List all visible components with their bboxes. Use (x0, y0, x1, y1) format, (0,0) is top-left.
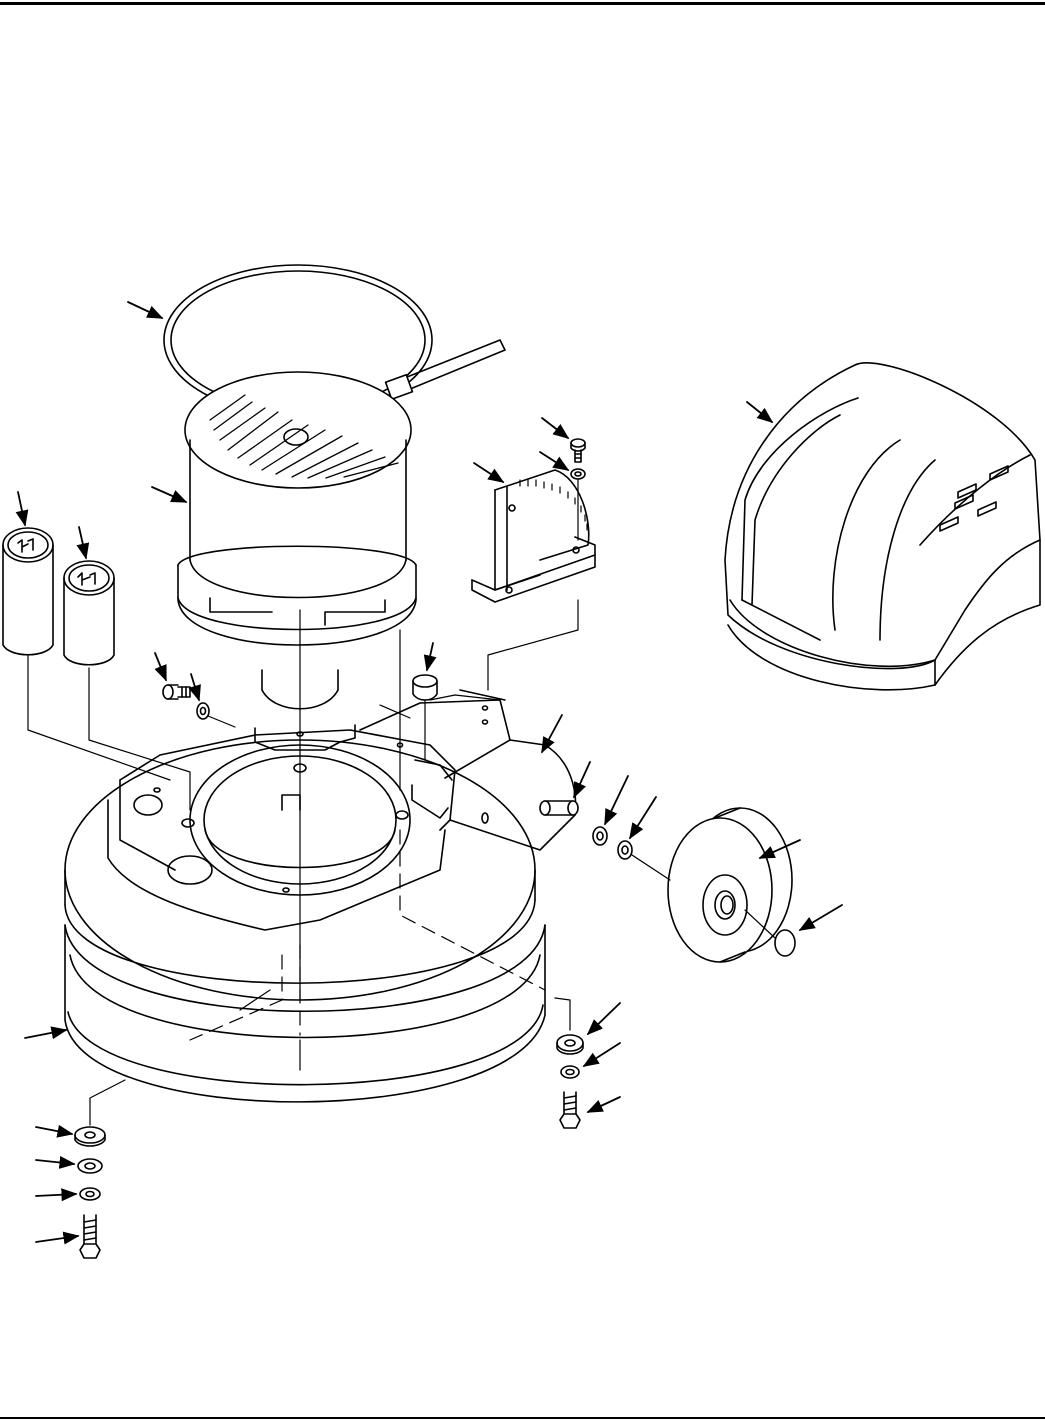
arrow-capacitor-large (18, 492, 25, 525)
arrow-left-lock-washer (36, 1194, 76, 1196)
capacitor-small (64, 561, 114, 665)
axle-washer-1 (593, 827, 607, 845)
left-flat-washer (78, 1159, 102, 1173)
plug-button (413, 675, 437, 700)
motor (178, 372, 416, 709)
axle (540, 801, 578, 815)
bracket-washer (571, 469, 585, 479)
side-washer (197, 703, 209, 719)
chassis (65, 690, 576, 1000)
left-bolt (80, 1215, 100, 1258)
right-flat-washer (557, 1035, 583, 1054)
wheel (668, 808, 792, 962)
arrow-bracket-screw (542, 418, 568, 438)
arrow-side-screw (155, 653, 166, 680)
capacitor-bracket (472, 470, 595, 602)
bracket-screw (571, 439, 585, 462)
left-flat-washer-large (75, 1127, 105, 1146)
arrow-bracket-washer (540, 452, 568, 470)
arrow-axle-washer-1 (605, 776, 628, 824)
arrow-left-flat-washer (36, 1160, 74, 1164)
right-bolt (560, 1092, 580, 1128)
hub-cap (775, 930, 795, 956)
right-lock-washer (561, 1066, 579, 1078)
axle-washer-2 (618, 841, 632, 859)
arrow-left-flat-washer-large (36, 1127, 72, 1134)
arrow-motor-hood (747, 402, 772, 422)
arrow-right-lock-washer (584, 1043, 620, 1066)
arrow-right-bolt (588, 1097, 620, 1112)
arrow-right-flat-washer (588, 1003, 620, 1034)
side-screw (163, 685, 190, 699)
arrow-chassis (542, 715, 562, 752)
arrow-belt-strap (128, 302, 162, 318)
capacitor-large (3, 528, 53, 655)
motor-hood (725, 363, 1040, 690)
arrow-axle (574, 762, 590, 797)
arrow-plug-button (427, 643, 433, 670)
arrow-capacitor-small (79, 527, 86, 558)
left-lock-washer (80, 1188, 100, 1200)
arrow-capacitor-bracket (474, 463, 503, 482)
arrow-side-washer (191, 674, 199, 700)
arrow-axle-washer-2 (630, 797, 656, 838)
arrow-hub-cap (800, 905, 842, 930)
arrow-bumper (25, 1030, 66, 1038)
arrow-left-bolt (36, 1236, 78, 1242)
arrow-motor (152, 487, 186, 502)
